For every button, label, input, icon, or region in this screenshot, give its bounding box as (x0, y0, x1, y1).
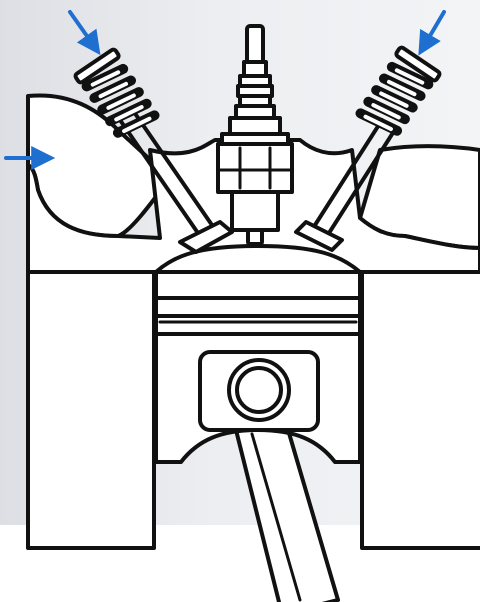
intake-valve-stem-b (132, 110, 216, 230)
intake-spring-retainer (73, 47, 121, 85)
spark-plug-hex-nut (216, 142, 294, 194)
cylinder-wall-right (360, 270, 480, 550)
intake-valve-stem-a (118, 118, 202, 238)
exhaust-valve-head (294, 220, 344, 252)
wrist-pin-inner (235, 366, 283, 414)
spark-plug-threads (230, 190, 280, 232)
exhaust-valve-spring (355, 45, 442, 136)
exhaust-spring-retainer (394, 45, 442, 83)
spark-plug-collar (228, 116, 282, 136)
spark-plug-electrode (246, 228, 264, 246)
arrow-icon (68, 10, 101, 56)
cylinder-wall-left (26, 270, 156, 550)
exhaust-valve-stem-b (320, 126, 398, 246)
spark-plug-insulator-top (242, 60, 268, 78)
intake-valve-spring (73, 47, 160, 138)
arrow-icon-exhaust-spring (418, 10, 446, 56)
connecting-rod-inner-line (250, 432, 302, 602)
combustion-chamber (154, 244, 362, 274)
exhaust-valve-stem-a (306, 118, 384, 238)
arrow-icon (418, 10, 446, 56)
spark-plug (216, 24, 294, 246)
arrow-icon-intake-spring (68, 10, 101, 56)
